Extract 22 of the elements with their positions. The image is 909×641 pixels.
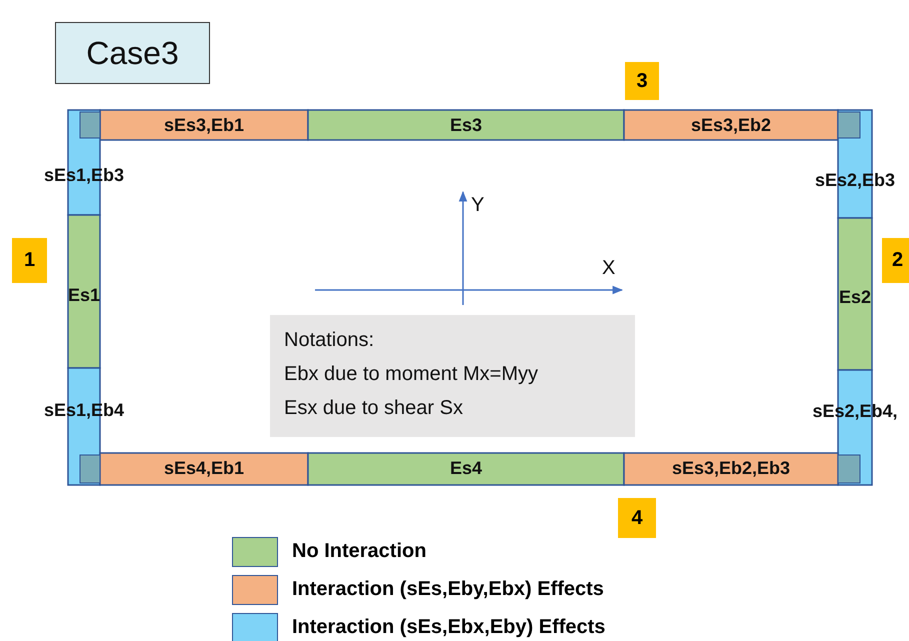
note-text: Ebx due to moment Mx=Myy: [284, 362, 539, 387]
segment-label: sEs3,Eb1: [164, 116, 244, 134]
segment-label: sEs3,Eb2: [690, 116, 772, 134]
segment-label: Es4: [450, 459, 482, 477]
legend-text: Interaction (sEs,Ebx,Eby) Effects: [292, 617, 606, 637]
axis-label: X: [602, 258, 616, 278]
number-badge: 1: [12, 238, 47, 283]
segment-label: Es2: [838, 288, 872, 306]
number-badge: 4: [618, 498, 656, 538]
notes-panel: [270, 315, 635, 437]
segment-label: sEs3,Eb2,Eb3: [672, 459, 790, 477]
note-heading: Notations:: [284, 328, 376, 353]
legend-text: No Interaction: [292, 541, 426, 561]
segment-label: Es1: [68, 286, 100, 304]
note-text: Esx due to shear Sx: [284, 396, 464, 421]
number-badge: 2: [882, 238, 909, 283]
segment-label: Es3: [450, 116, 482, 134]
axis-label: Y: [471, 195, 484, 215]
segment-label: sEs4,Eb1: [164, 459, 244, 477]
title-box: Case3: [55, 22, 210, 84]
number-badge: 3: [625, 62, 659, 100]
legend-text: Interaction (sEs,Eby,Ebx) Effects: [292, 579, 604, 599]
